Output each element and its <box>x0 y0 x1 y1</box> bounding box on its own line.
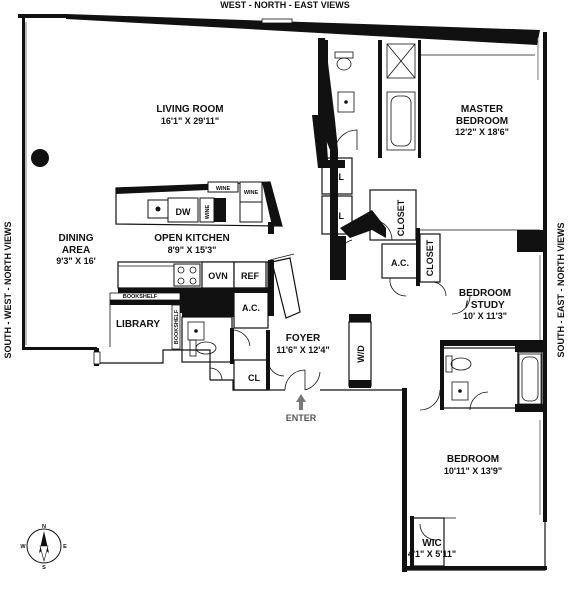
right-views-label: SOUTH - EAST - NORTH VIEWS <box>556 223 566 358</box>
closet-label-1: CL <box>332 172 344 182</box>
left-views-label: SOUTH - WEST - NORTH VIEWS <box>3 222 13 359</box>
study-name: BEDROOM <box>459 288 511 299</box>
library-name: LIBRARY <box>116 319 160 330</box>
closet-label-2: CL <box>332 211 344 221</box>
ac-label-foyer: A.C. <box>242 303 260 313</box>
kitchen-dims: 8'9" X 15'3" <box>168 245 217 255</box>
compass-east: E <box>63 544 67 550</box>
bookshelf-label-vertical: BOOKSHELF <box>174 309 180 344</box>
compass-west: W <box>20 544 26 550</box>
entry-arrow-icon <box>296 394 306 410</box>
bedroom-name: BEDROOM <box>447 454 499 465</box>
door-swings <box>209 129 489 541</box>
dining-area-name: DINING <box>59 233 94 244</box>
oven-label: OVN <box>208 271 228 281</box>
dishwasher-label: DW <box>176 207 191 217</box>
living-room-dims: 16'1" X 29'11" <box>161 116 219 126</box>
wine-label-vertical: WINE <box>205 204 211 219</box>
exterior-walls <box>18 14 547 572</box>
plumbing-fixtures <box>187 43 542 405</box>
study-dims: 10' X 11'3" <box>463 311 507 321</box>
foyer-dims: 11'6" X 12'4" <box>276 345 329 355</box>
master-bedroom-name-2: BEDROOM <box>456 116 508 127</box>
structural-column <box>31 149 49 167</box>
bedroom-dims: 10'11" X 13'9" <box>444 466 502 476</box>
kitchen-counter <box>117 253 301 319</box>
compass-south: S <box>42 565 46 571</box>
foyer-closet-label: CL <box>248 373 260 383</box>
wine-label-top: WINE <box>216 186 231 192</box>
enter-label: ENTER <box>286 413 317 423</box>
wic-name: WIC <box>422 538 441 549</box>
master-closet-label: CLOSET <box>396 199 406 236</box>
master-bedroom-dims: 12'2" X 18'6" <box>455 127 509 137</box>
study-closet-label: CLOSET <box>425 239 435 276</box>
compass-icon <box>26 528 62 564</box>
windows <box>25 18 541 515</box>
wic-dims: 4'1" X 5'11" <box>408 549 456 559</box>
kitchen-island <box>115 181 283 234</box>
ac-label-master: A.C. <box>391 258 409 268</box>
master-bedroom-name: MASTER <box>461 104 504 115</box>
dining-area-dims: 9'3" X 16' <box>56 256 96 266</box>
wine-label-right: WINE <box>244 190 259 196</box>
kitchen-name: OPEN KITCHEN <box>154 233 230 244</box>
living-room-name: LIVING ROOM <box>156 104 223 115</box>
interior-walls <box>312 38 544 568</box>
compass-north: N <box>42 524 46 530</box>
refrigerator-label: REF <box>241 271 260 281</box>
foyer-name: FOYER <box>286 333 321 344</box>
washer-dryer-label: W/D <box>356 345 366 363</box>
top-views-label: WEST - NORTH - EAST VIEWS <box>220 0 350 10</box>
dining-area-name-2: AREA <box>62 245 90 256</box>
bookshelf-label-horizontal: BOOKSHELF <box>123 294 158 300</box>
study-name-2: / STUDY <box>465 300 505 311</box>
